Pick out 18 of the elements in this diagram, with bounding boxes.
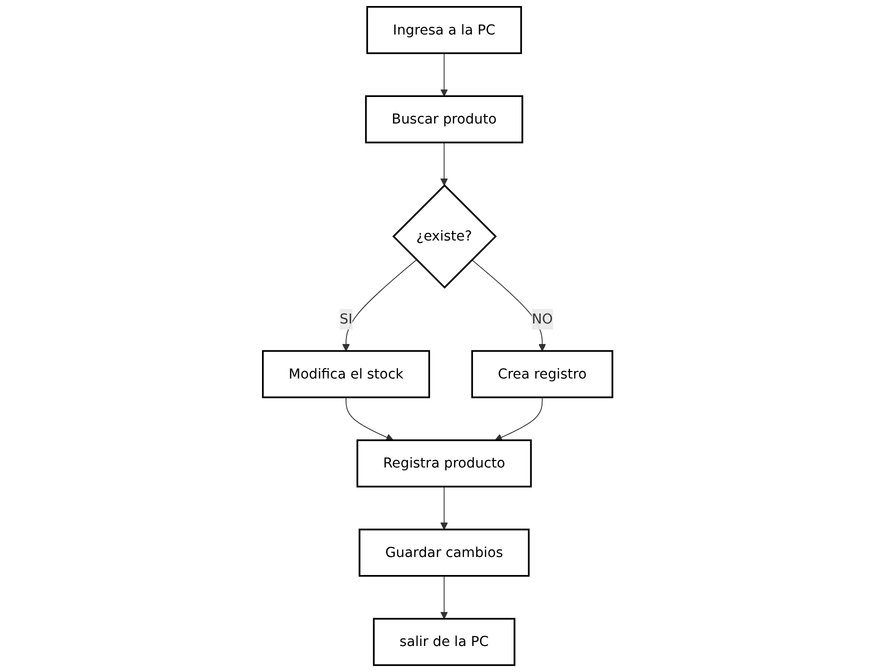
arrow bbox=[440, 575, 448, 620]
arrow bbox=[345, 396, 394, 441]
node-box: salir de la PC bbox=[372, 618, 516, 666]
arrow bbox=[440, 486, 448, 530]
arrow bbox=[342, 259, 417, 352]
node-box: Buscar produto bbox=[364, 95, 524, 144]
arrow bbox=[471, 259, 546, 352]
node-diamond: ¿existe? bbox=[392, 184, 497, 289]
node-box: Ingresa a la PC bbox=[366, 6, 522, 54]
arrow bbox=[494, 396, 543, 441]
node-box: Registra producto bbox=[356, 439, 532, 488]
arrow bbox=[440, 142, 448, 186]
node-box: Modifica el stock bbox=[262, 350, 430, 398]
node-box: Guardar cambios bbox=[358, 528, 530, 577]
arrow bbox=[440, 52, 448, 96]
node-box: Crea registro bbox=[471, 350, 614, 398]
edge-label: NO bbox=[532, 310, 553, 327]
edge-label: SI bbox=[340, 310, 352, 327]
